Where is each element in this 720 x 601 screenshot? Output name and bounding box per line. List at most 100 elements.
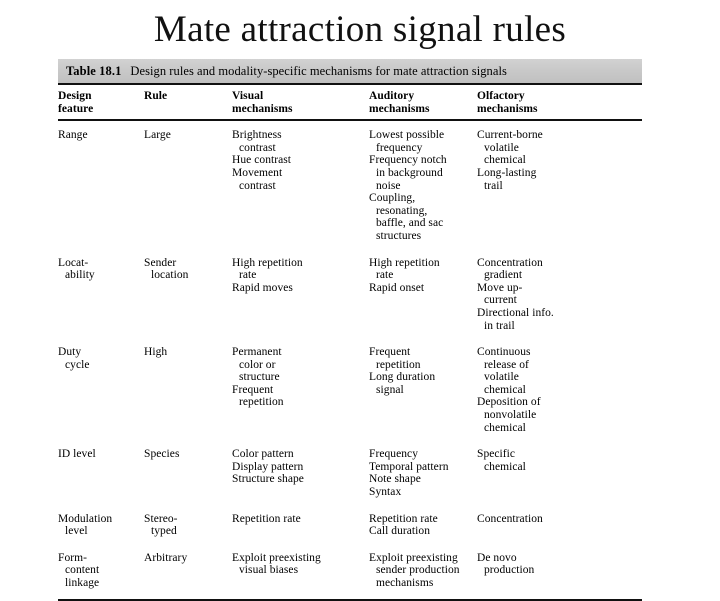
- cell-line: Coupling,: [369, 192, 416, 205]
- cell-line: chemical: [484, 421, 526, 434]
- cell-line: De novo: [477, 551, 517, 564]
- cell-line: Lowest possible: [369, 129, 445, 142]
- cell-line: Structure shape: [232, 473, 304, 486]
- cell-line: in trail: [484, 319, 515, 332]
- cell-visual-mechanisms: Repetition rate: [232, 506, 369, 545]
- column-header-olfactory-mechanisms: Olfactory mechanisms: [477, 85, 642, 122]
- cell-entry: Rapid onset: [369, 282, 471, 295]
- cell-line: Display pattern: [232, 460, 304, 473]
- cell-entry: Directional info.in trail: [477, 307, 636, 332]
- cell-line: visual biases: [239, 564, 299, 577]
- cell-entry: Large: [144, 129, 226, 142]
- cell-line: Long-lasting: [477, 166, 537, 179]
- cell-entry: Structure shape: [232, 473, 363, 486]
- cell-line: Specific: [477, 448, 516, 461]
- cell-line: structures: [376, 229, 422, 242]
- cell-line: location: [151, 269, 189, 282]
- table-caption-text: Design rules and modality-specific mecha…: [130, 64, 507, 78]
- cell-line: High repetition: [232, 256, 303, 269]
- cell-line: Frequency notch: [369, 154, 447, 167]
- cell-line: contrast: [239, 179, 276, 192]
- cell-entry: Repetition rate: [369, 513, 471, 526]
- cell-line: Arbitrary: [144, 551, 188, 564]
- cell-line: frequency: [376, 141, 423, 154]
- cell-line: Repetition rate: [369, 512, 438, 525]
- cell-line: Large: [144, 129, 171, 142]
- cell-line: Duty: [58, 346, 82, 359]
- cell-entry: Species: [144, 448, 226, 461]
- cell-line: color or: [239, 358, 276, 371]
- cell-entry: Temporal pattern: [369, 461, 471, 474]
- cell-line: Concentration: [477, 256, 543, 269]
- cell-line: ID level: [58, 448, 96, 461]
- cell-line: contrast: [239, 141, 276, 154]
- cell-line: Frequent: [369, 346, 411, 359]
- cell-entry: Syntax: [369, 486, 471, 499]
- cell-line: Permanent: [232, 346, 282, 359]
- cell-rule: Arbitrary: [144, 545, 232, 597]
- cell-rule: Large: [144, 120, 232, 249]
- cell-line: level: [65, 525, 88, 538]
- cell-line: Exploit preexisting: [232, 551, 321, 564]
- cell-line: production: [484, 564, 535, 577]
- cell-line: nonvolatile: [484, 409, 537, 422]
- cell-line: gradient: [484, 269, 523, 282]
- cell-line: chemical: [484, 154, 526, 167]
- cell-line: baffle, and sac: [376, 217, 444, 230]
- cell-line: rate: [239, 269, 257, 282]
- cell-olfactory-mechanisms: Concentration: [477, 506, 642, 545]
- cell-line: Call duration: [369, 525, 431, 538]
- cell-line: typed: [151, 525, 177, 538]
- cell-line: trail: [484, 179, 503, 192]
- cell-entry: Frequency: [369, 448, 471, 461]
- column-header-visual-mechanisms: Visual mechanisms: [232, 85, 369, 122]
- cell-line: chemical: [484, 383, 526, 396]
- cell-line: Brightness: [232, 129, 282, 142]
- cell-line: volatile: [484, 141, 519, 154]
- cell-line: Directional info.: [477, 306, 554, 319]
- column-header-rule: Rule: [144, 85, 232, 122]
- cell-line: linkage: [65, 577, 100, 589]
- cell-entry: Concentration: [477, 513, 636, 526]
- cell-line: Frequent: [232, 383, 274, 396]
- cell-line: Move up-: [477, 281, 523, 294]
- cell-line: in background: [376, 166, 443, 179]
- column-header-design-feature: Design feature: [58, 85, 144, 122]
- cell-line: Color pattern: [232, 448, 294, 461]
- cell-line: Syntax: [369, 486, 402, 499]
- cell-line: resonating,: [376, 204, 428, 217]
- cell-line: release of: [484, 358, 529, 371]
